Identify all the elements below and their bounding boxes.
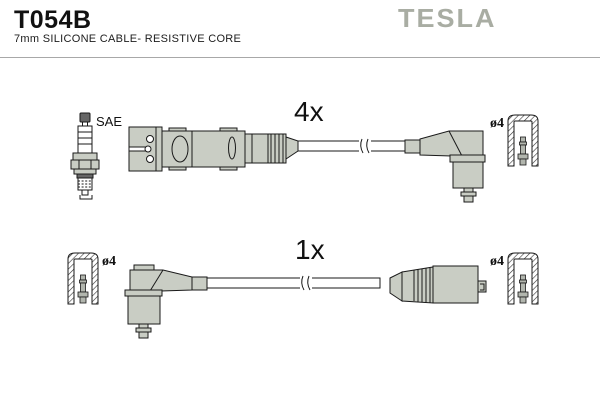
diameter-label-bottom-right: ø4 bbox=[490, 254, 504, 269]
terminal-cross-section-bottom-left bbox=[67, 252, 99, 305]
product-subtitle: 7mm SILICONE CABLE- RESISTIVE CORE bbox=[14, 33, 242, 45]
header-divider bbox=[0, 57, 600, 58]
terminal-cross-section-bottom-right bbox=[507, 252, 539, 305]
sae-label: SAE bbox=[96, 114, 122, 129]
terminal-cross-section-top bbox=[507, 114, 539, 167]
distributor-connector bbox=[128, 126, 299, 172]
plug-boot-angled-top bbox=[404, 130, 486, 203]
coil-end-connector bbox=[389, 265, 487, 304]
diameter-label-top: ø4 bbox=[490, 116, 504, 131]
header: T054B 7mm SILICONE CABLE- RESISTIVE CORE… bbox=[0, 0, 600, 57]
part-number: T054B bbox=[14, 6, 92, 34]
spark-plug-icon bbox=[70, 112, 100, 200]
ignition-cable-top bbox=[297, 138, 407, 154]
quantity-label-bottom: 1x bbox=[295, 234, 325, 265]
quantity-label-top: 4x bbox=[294, 96, 324, 127]
plug-boot-angled-bottom bbox=[124, 264, 208, 339]
ignition-cable-bottom bbox=[206, 275, 381, 291]
tesla-logo: TESLA bbox=[398, 4, 497, 33]
diameter-label-bottom-left: ø4 bbox=[102, 254, 116, 269]
